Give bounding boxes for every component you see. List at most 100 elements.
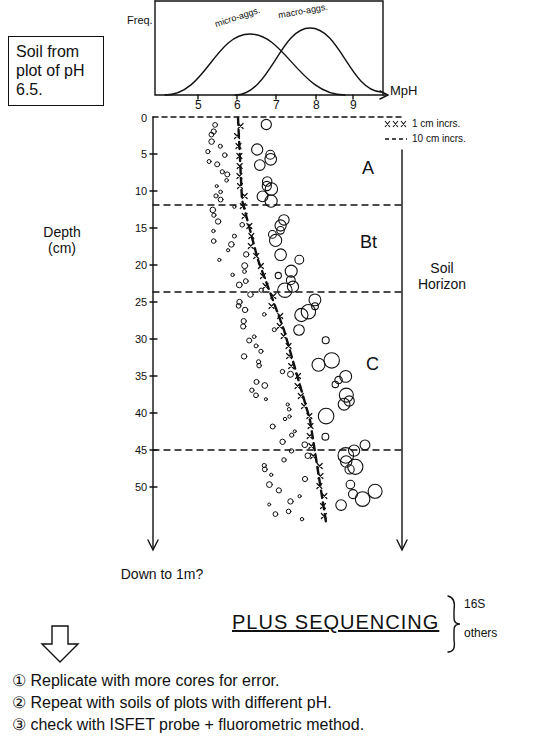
- micro-aggregate: [242, 263, 248, 269]
- tick-label: 20: [135, 259, 147, 272]
- axis-arrowhead: [397, 540, 407, 550]
- macro-aggregate: [295, 255, 304, 264]
- legend-text: 10 cm incrs.: [412, 133, 466, 144]
- macro-aggregate: [285, 265, 297, 277]
- micro-aggregate: [213, 123, 218, 128]
- micro-aggregate: [283, 417, 286, 420]
- tick-label: 45: [135, 444, 147, 457]
- heading-text: PLUS SEQUENCING: [232, 611, 439, 634]
- tick-label: 7: [273, 99, 280, 113]
- micro-aggregate: [263, 313, 267, 317]
- micro-aggregate: [305, 453, 311, 459]
- micro-aggregate: [215, 162, 220, 167]
- micro-aggregate: [250, 388, 254, 392]
- micro-aggregate: [298, 495, 301, 498]
- micro-aggregate: [262, 383, 268, 389]
- macro-aggregate-curve: [235, 28, 381, 95]
- micro-aggregate: [233, 205, 236, 208]
- note-item: ③ check with ISFET probe + fluorometric …: [12, 716, 364, 734]
- tick-label: 35: [135, 370, 147, 383]
- micro-aggregate: [215, 185, 218, 188]
- macro-aggregate: [277, 227, 285, 235]
- macro-aggregate: [270, 234, 282, 246]
- micro-aggregate: [286, 509, 291, 514]
- axis-title: MpH: [390, 84, 417, 99]
- axis-title: Depth (cm): [36, 224, 88, 256]
- micro-aggregate: [247, 338, 252, 343]
- macro-aggregate: [324, 353, 339, 368]
- title-text: Soil from plot of pH 6.5.: [16, 42, 96, 100]
- macro-aggregate: [338, 398, 350, 410]
- horizon-boundaries: [153, 205, 402, 450]
- micro-aggregate: [300, 518, 303, 521]
- macro-aggregate: [360, 440, 370, 450]
- micro-aggregate: [270, 424, 275, 429]
- macro-aggregate: [294, 325, 305, 336]
- macro-aggregate: [257, 191, 268, 202]
- horizon-label: C: [366, 354, 379, 375]
- micro-aggregate: [273, 512, 278, 517]
- macro-aggregate: [322, 433, 329, 440]
- legend-text: 1 cm incrs.: [412, 118, 460, 129]
- micro-aggregate: [218, 258, 221, 261]
- micro-aggregate: [227, 249, 230, 252]
- micro-aggregate: [268, 503, 271, 506]
- micro-aggregate: [225, 179, 229, 183]
- micro-aggregate: [280, 369, 284, 373]
- brace-item: 16S: [464, 598, 485, 612]
- cross-sample: [384, 119, 408, 129]
- micro-aggregate: [218, 197, 223, 202]
- macro-aggregate: [265, 154, 277, 166]
- tick-label: 25: [135, 296, 147, 309]
- tick-label: 5: [195, 99, 202, 113]
- tick-label: 15: [135, 222, 147, 235]
- macro-aggregate: [318, 408, 334, 424]
- micro-aggregate: [257, 363, 262, 368]
- micro-aggregate: [254, 393, 259, 398]
- micro-aggregate: [229, 242, 235, 248]
- curve-label: macro-aggs.: [277, 2, 328, 21]
- micro-aggregate: [288, 371, 294, 377]
- micro-aggregate: [259, 349, 263, 353]
- macro-aggregate: [340, 371, 352, 383]
- micro-aggregate: [290, 433, 294, 437]
- micro-aggregate: [254, 344, 258, 348]
- chart-axes: [155, 1, 387, 95]
- micro-aggregate: [241, 354, 246, 359]
- micro-aggregate: [243, 270, 247, 274]
- measurement-cross: [269, 304, 274, 309]
- axis-title: Freq.: [127, 14, 153, 27]
- macro-aggregate: [265, 195, 277, 207]
- hollow-arrow: [42, 626, 78, 662]
- tick-label: 30: [135, 333, 147, 346]
- macro-aggregate: [368, 484, 382, 498]
- measurement-cross: [248, 244, 253, 249]
- ph-trend-line: [238, 118, 326, 522]
- micro-aggregate: [276, 488, 281, 493]
- micro-aggregate: [243, 279, 248, 284]
- micro-aggregate: [267, 482, 273, 488]
- micro-aggregate: [209, 132, 214, 137]
- measurement-cross: [277, 324, 282, 329]
- legend-row: 10 cm incrs.: [384, 131, 466, 146]
- curve-label: micro-aggs.: [214, 5, 262, 29]
- micro-aggregate: [252, 335, 256, 339]
- micro-aggregate: [293, 430, 296, 433]
- micro-aggregate: [219, 190, 223, 194]
- micro-aggregate: [241, 319, 246, 324]
- micro-aggregate: [280, 439, 285, 444]
- plot-right-line: [401, 150, 402, 548]
- macro-aggregate: [261, 119, 271, 129]
- micro-aggregate: [282, 458, 286, 462]
- macro-aggregate: [252, 144, 263, 155]
- macro-aggregate: [275, 272, 281, 278]
- macro-aggregate: [348, 459, 363, 474]
- axis-arrowhead: [148, 540, 158, 550]
- horizon-label: Bt: [360, 232, 377, 253]
- micro-aggregate: [231, 273, 234, 276]
- micro-aggregate: [286, 403, 289, 406]
- tick-label: 50: [135, 481, 147, 494]
- macro-aggregate: [295, 308, 308, 321]
- tick-label: 40: [135, 407, 147, 420]
- micro-aggregate: [248, 292, 254, 298]
